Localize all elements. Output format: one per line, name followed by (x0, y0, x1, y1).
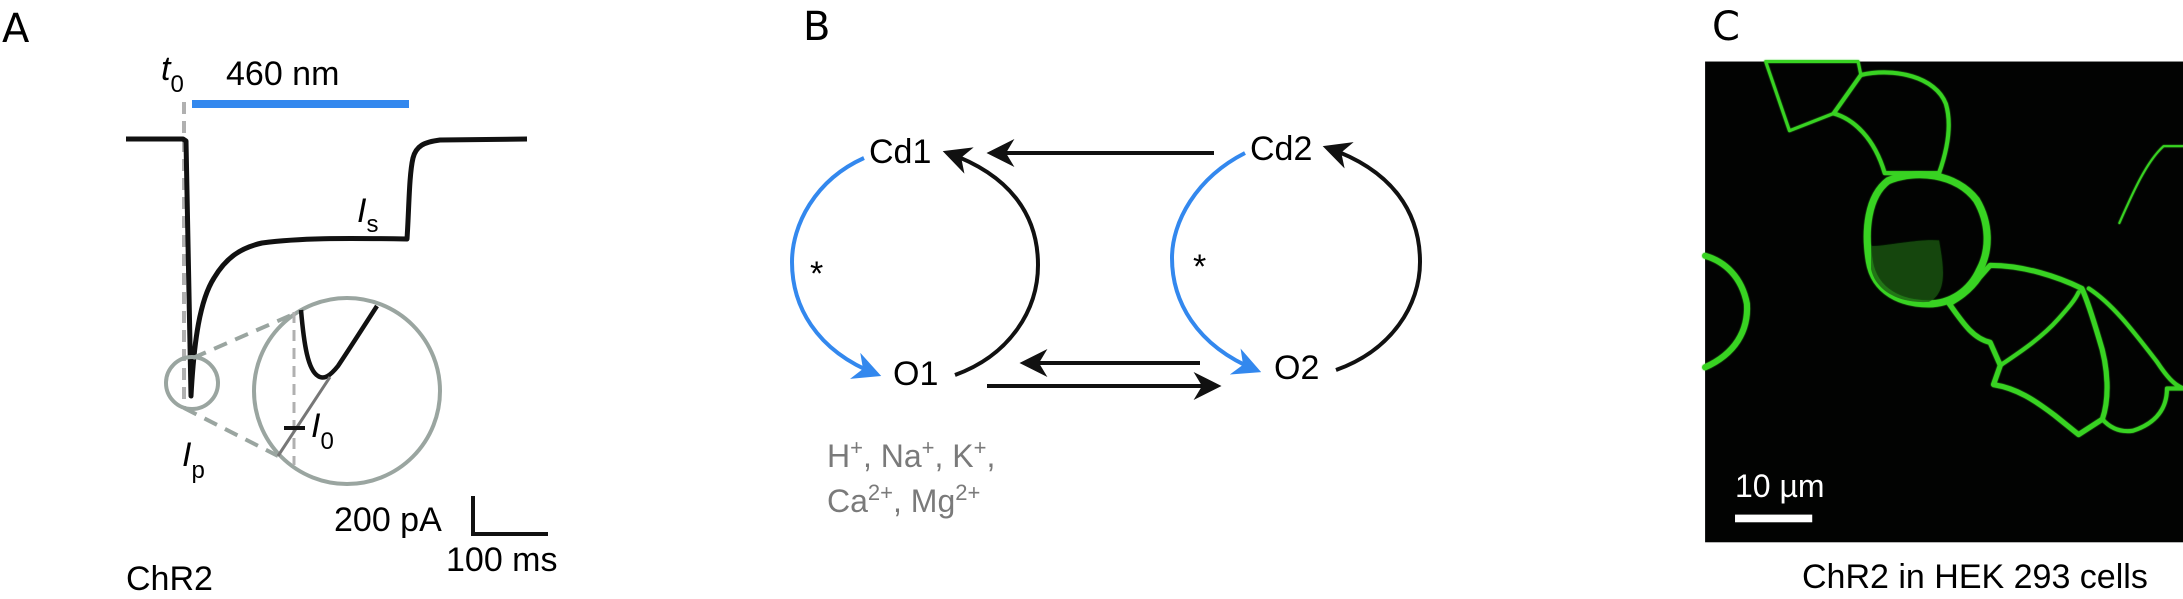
steady-state-current-label: Is (357, 192, 378, 238)
zoom-source-circle (164, 355, 220, 411)
zoom-connector-top (192, 311, 297, 360)
panel-a-caption: ChR2 (126, 560, 213, 598)
panel-b: B Cd1 Cd2 O1 O2 * * H+, Na+, K+, Ca2+, M… (789, 4, 1423, 519)
state-o2: O2 (1274, 349, 1319, 387)
ions-line-1: H+, Na+, K+, (827, 435, 995, 474)
state-cd2: Cd2 (1250, 130, 1312, 168)
cell-outline (1949, 265, 2107, 434)
inset-trace-peak (298, 304, 379, 380)
arrow-cd2-to-o2-light (1169, 151, 1262, 375)
micrograph-scale-label: 10 µm (1735, 468, 1825, 504)
light-marker-left: * (810, 255, 823, 293)
panel-a: A t0 460 nm Is I0 Ip 200 pA 100 ms ChR2 (2, 6, 558, 598)
cell-boundary (2000, 292, 2078, 365)
cell-outline (1834, 72, 1949, 173)
zoom-inset-circle (252, 296, 442, 486)
scale-bar-current-label: 200 pA (334, 501, 442, 539)
cell-outline (2089, 288, 2183, 431)
zoom-connector-bottom (183, 406, 279, 458)
photocurrent-trace (126, 136, 528, 399)
peak-current-label: Ip (182, 436, 205, 484)
scale-bar (471, 496, 548, 536)
cell-outline-faint (2119, 146, 2183, 223)
cell-outline (1705, 256, 1747, 368)
fluorescence-micrograph (1705, 62, 2183, 543)
light-marker-right: * (1193, 248, 1206, 286)
panel-c-label: C (1712, 4, 1740, 50)
i0-label: I0 (311, 407, 334, 455)
light-wavelength-label: 460 nm (226, 55, 339, 93)
state-o1: O1 (893, 355, 938, 393)
panel-c-caption: ChR2 in HEK 293 cells (1802, 558, 2148, 596)
panel-b-label: B (803, 4, 830, 50)
panel-a-label: A (2, 6, 30, 52)
ions-line-2: Ca2+, Mg2+ (827, 480, 980, 519)
micrograph-scale-bar (1735, 514, 1813, 523)
state-cd1: Cd1 (869, 133, 931, 171)
arrow-o2-to-cd2 (1322, 142, 1423, 372)
t0-label: t0 (161, 50, 184, 98)
panel-c: C 10 µm ChR2 in HEK 293 cel (1705, 4, 2183, 596)
cell-cytoplasm (1871, 240, 1943, 303)
inset-extrapolation-line (276, 376, 332, 457)
cell-outline (1867, 175, 1987, 304)
arrow-o1-to-cd1 (942, 147, 1041, 377)
arrow-cd1-to-o1-light (789, 156, 882, 379)
scale-bar-time-label: 100 ms (446, 541, 558, 579)
